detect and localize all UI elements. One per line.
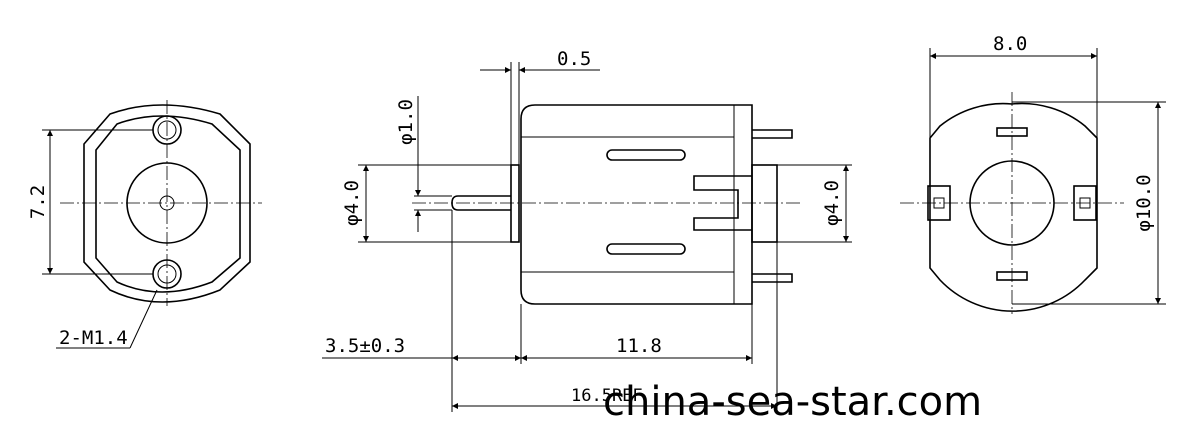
side-view: φ1.0 φ4.0 0.5 φ4.0 3.5±0.3 11.8 16.5REF [322,48,852,412]
right-end-view: 8.0 φ10.0 [900,33,1166,314]
rear-boss [751,164,778,243]
left-inner-outline [95,115,241,293]
terminal [693,175,752,231]
dim-right-height: φ10.0 [1133,174,1155,231]
slot-top [606,149,686,161]
dim-flange-thickness: 0.5 [557,48,591,70]
tab-right [1073,185,1097,221]
dim-total-length: 16.5REF [571,386,643,406]
left-outline [83,104,251,303]
motor-body [520,104,753,305]
dim-shaft-dia: φ1.0 [395,99,417,145]
right-outline [929,102,1098,312]
dim-boss-dia-right: φ4.0 [821,180,843,226]
slot-bottom [606,243,686,255]
dim-boss-dia-left: φ4.0 [341,180,363,226]
watermark-text: china-sea-star.com [603,379,982,425]
dim-shaft-length: 3.5±0.3 [325,335,405,357]
dim-body-length: 11.8 [616,335,662,357]
dim-right-width: 8.0 [993,33,1027,55]
dim-left-height: 7.2 [27,185,49,219]
dim-hole-callout: 2-M1.4 [59,327,128,349]
front-boss [510,164,520,243]
left-end-view: 7.2 2-M1.4 [27,100,262,349]
